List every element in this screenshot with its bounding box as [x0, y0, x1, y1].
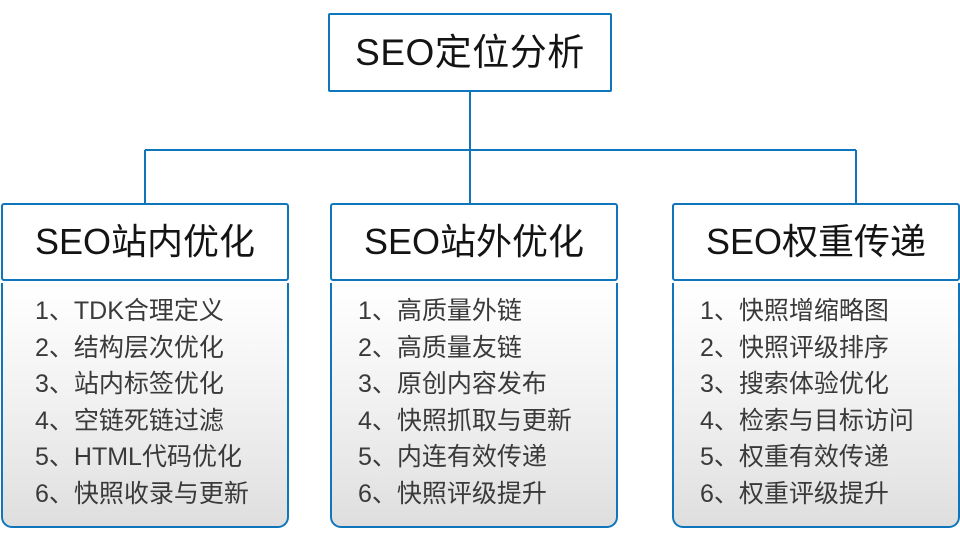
branch-title-onsite: SEO站内优化	[34, 221, 256, 262]
branch-onsite-optimization[interactable]: SEO站内优化 1、TDK合理定义 2、结构层次优化 3、站内标签优化 4、空链…	[1, 203, 289, 528]
branch-offsite-optimization[interactable]: SEO站外优化 1、高质量外链 2、高质量友链 3、原创内容发布 4、快照抓取与…	[330, 203, 618, 528]
branch-list-offsite: 1、高质量外链 2、高质量友链 3、原创内容发布 4、快照抓取与更新 5、内连有…	[332, 293, 616, 512]
list-item: 2、快照评级排序	[700, 333, 889, 362]
list-item: 3、原创内容发布	[358, 370, 547, 398]
list-item: 5、HTML代码优化	[35, 443, 242, 471]
list-item: 5、权重有效传递	[700, 443, 889, 471]
branch-body-onsite: 1、TDK合理定义 2、结构层次优化 3、站内标签优化 4、空链死链过滤 5、H…	[1, 283, 289, 528]
branch-header-offsite[interactable]: SEO站外优化	[330, 203, 618, 281]
branch-header-onsite[interactable]: SEO站内优化	[1, 203, 289, 281]
list-item: 6、权重评级提升	[700, 479, 889, 508]
branch-list-onsite: 1、TDK合理定义 2、结构层次优化 3、站内标签优化 4、空链死链过滤 5、H…	[3, 293, 287, 512]
list-item: 3、搜索体验优化	[700, 370, 889, 398]
branch-header-weight[interactable]: SEO权重传递	[672, 203, 960, 281]
list-item: 4、检索与目标访问	[700, 406, 914, 435]
list-item: 4、快照抓取与更新	[358, 406, 572, 435]
root-node-label: SEO定位分析	[355, 32, 585, 73]
root-node-seo-positioning[interactable]: SEO定位分析	[328, 13, 612, 92]
list-item: 1、高质量外链	[358, 297, 522, 325]
list-item: 2、高质量友链	[358, 333, 522, 362]
list-item: 3、站内标签优化	[35, 370, 224, 398]
list-item: 6、快照收录与更新	[35, 479, 249, 508]
list-item: 5、内连有效传递	[358, 443, 547, 471]
list-item: 6、快照评级提升	[358, 479, 547, 508]
list-item: 2、结构层次优化	[35, 333, 224, 362]
branch-title-offsite: SEO站外优化	[363, 221, 585, 262]
branch-body-offsite: 1、高质量外链 2、高质量友链 3、原创内容发布 4、快照抓取与更新 5、内连有…	[330, 283, 618, 528]
branch-list-weight: 1、快照增缩略图 2、快照评级排序 3、搜索体验优化 4、检索与目标访问 5、权…	[674, 293, 958, 512]
branch-body-weight: 1、快照增缩略图 2、快照评级排序 3、搜索体验优化 4、检索与目标访问 5、权…	[672, 283, 960, 528]
list-item: 1、TDK合理定义	[35, 297, 224, 325]
branch-title-weight: SEO权重传递	[705, 221, 927, 262]
list-item: 4、空链死链过滤	[35, 406, 224, 435]
list-item: 1、快照增缩略图	[700, 297, 889, 325]
branch-weight-transfer[interactable]: SEO权重传递 1、快照增缩略图 2、快照评级排序 3、搜索体验优化 4、检索与…	[672, 203, 960, 528]
